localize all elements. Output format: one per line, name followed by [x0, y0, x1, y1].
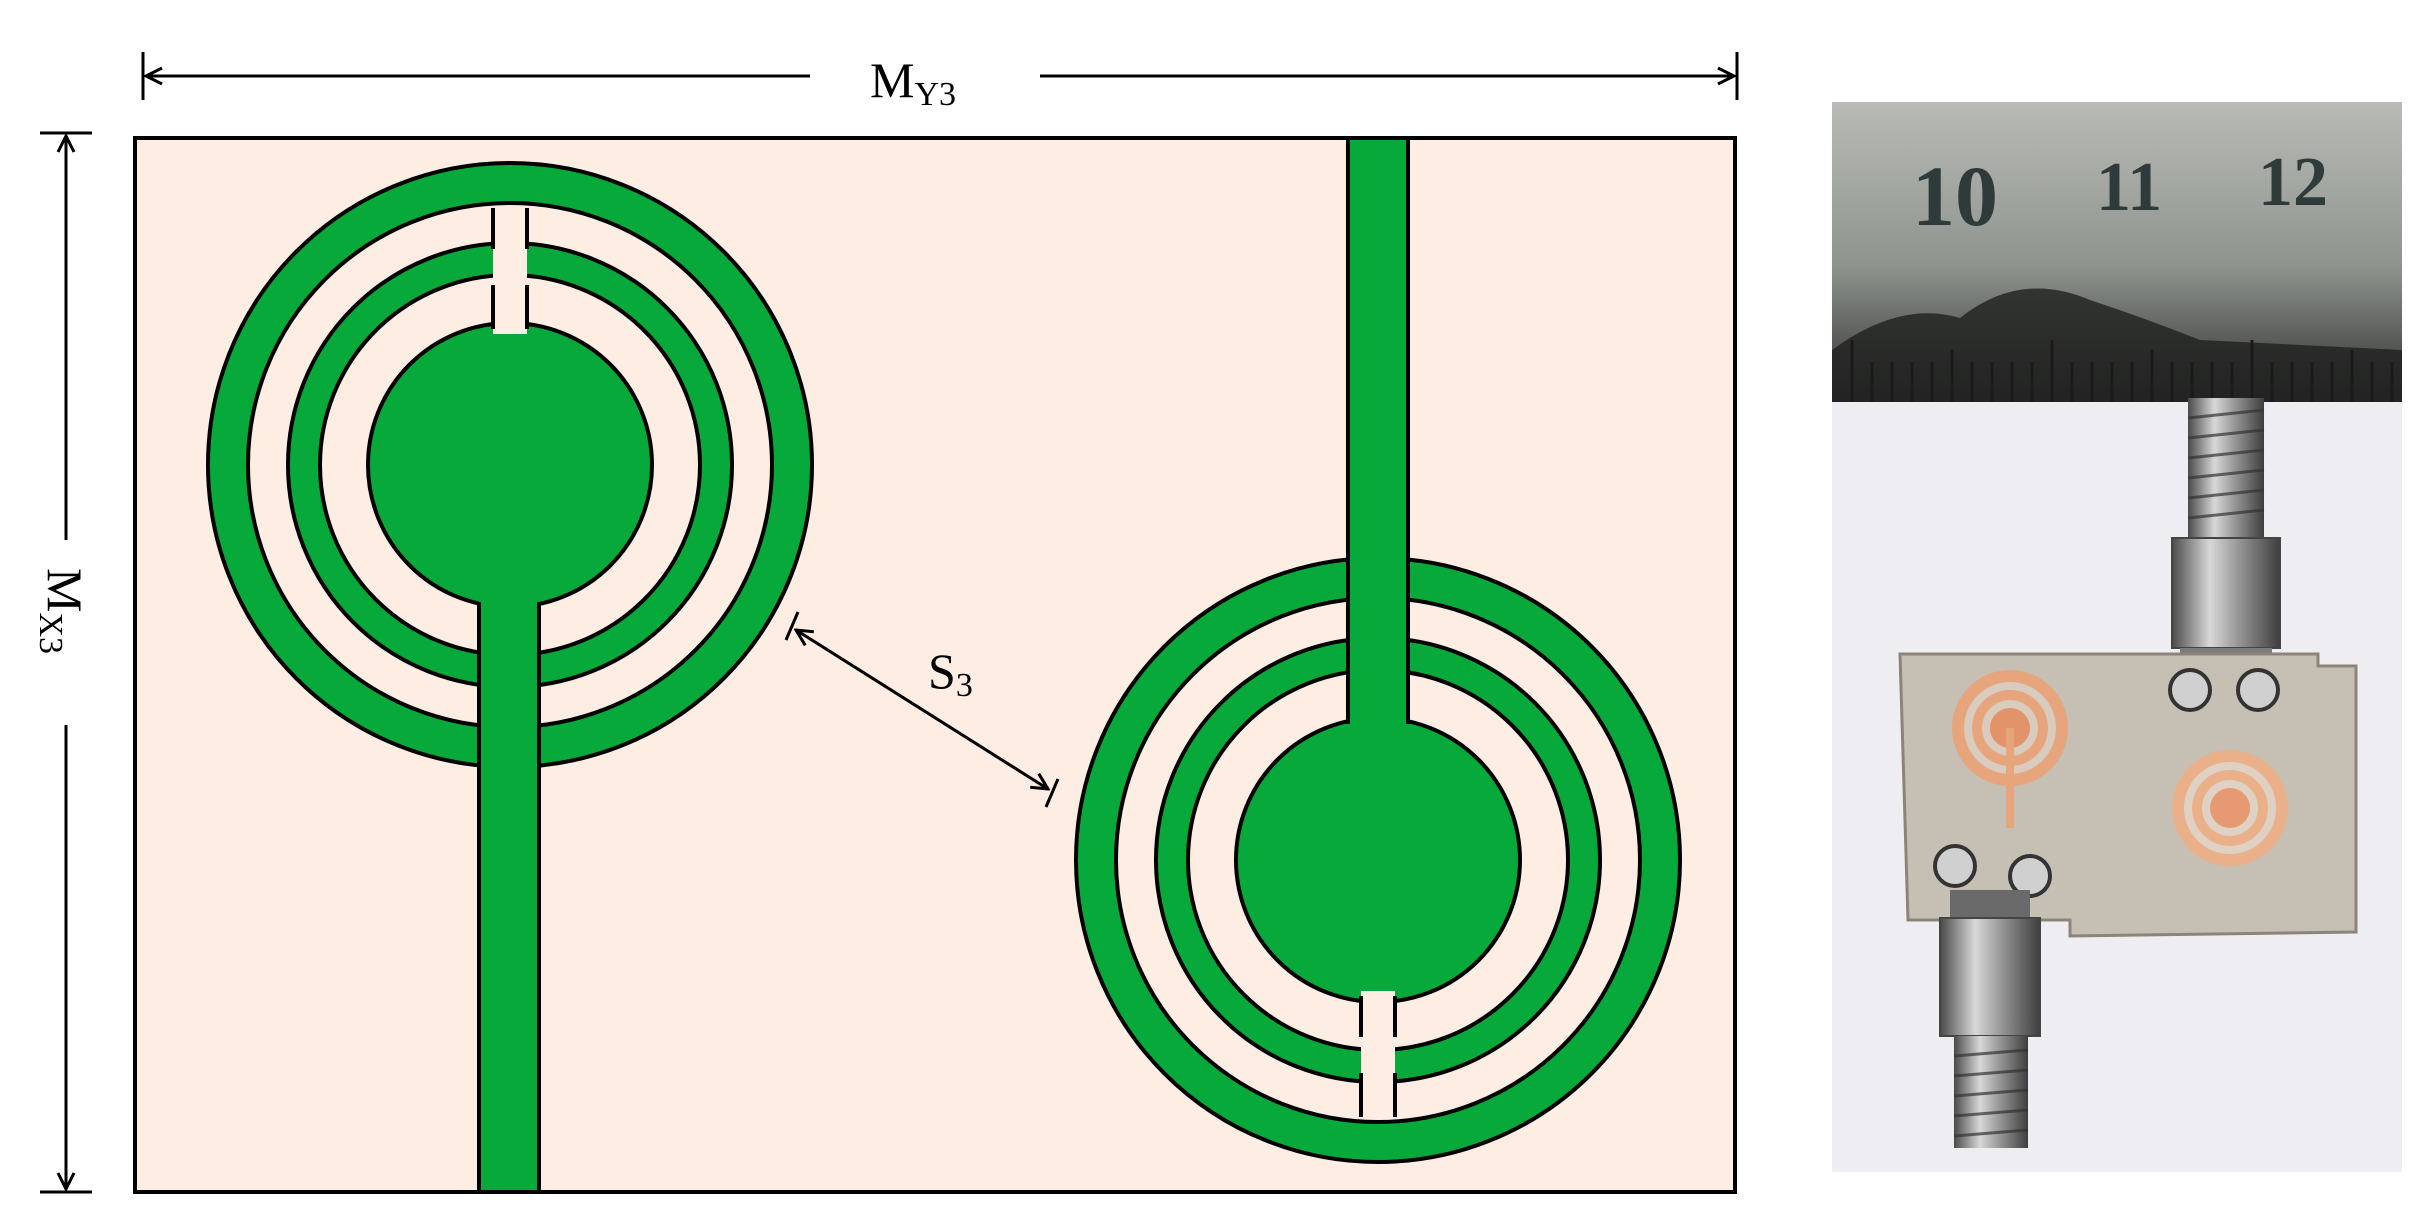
width-label: MY3 [870, 52, 956, 113]
sma-connector-bottom [1939, 890, 2041, 1148]
copper-pad-left [1952, 670, 2068, 828]
dimension-spacing [784, 611, 1060, 808]
feed-line-right [1348, 136, 1408, 726]
ruler-number-11: 11 [2096, 149, 2162, 226]
center-disk-right [1234, 716, 1522, 1004]
sma-connector-top [2171, 398, 2281, 688]
ruler: 10 11 12 [1832, 102, 2402, 402]
ruler-number-10: 10 [1912, 148, 1998, 244]
resonator-right [1074, 556, 1682, 1164]
copper-pad-right [2172, 750, 2288, 866]
height-label: MX3 [32, 568, 93, 654]
prototype-board [1898, 652, 2358, 938]
dimension-height [40, 131, 92, 1194]
spacing-label: S3 [928, 643, 973, 704]
prototype-photo: 10 11 12 [1832, 102, 2402, 1172]
resonator-left [206, 161, 814, 769]
feed-line-left [479, 600, 539, 1194]
dimension-width [141, 52, 1739, 100]
board-screws [1933, 668, 2280, 898]
layout-diagram: MY3 MX3 S3 [32, 52, 1739, 1194]
ruler-number-12: 12 [2258, 144, 2328, 221]
center-disk-left [366, 321, 654, 609]
